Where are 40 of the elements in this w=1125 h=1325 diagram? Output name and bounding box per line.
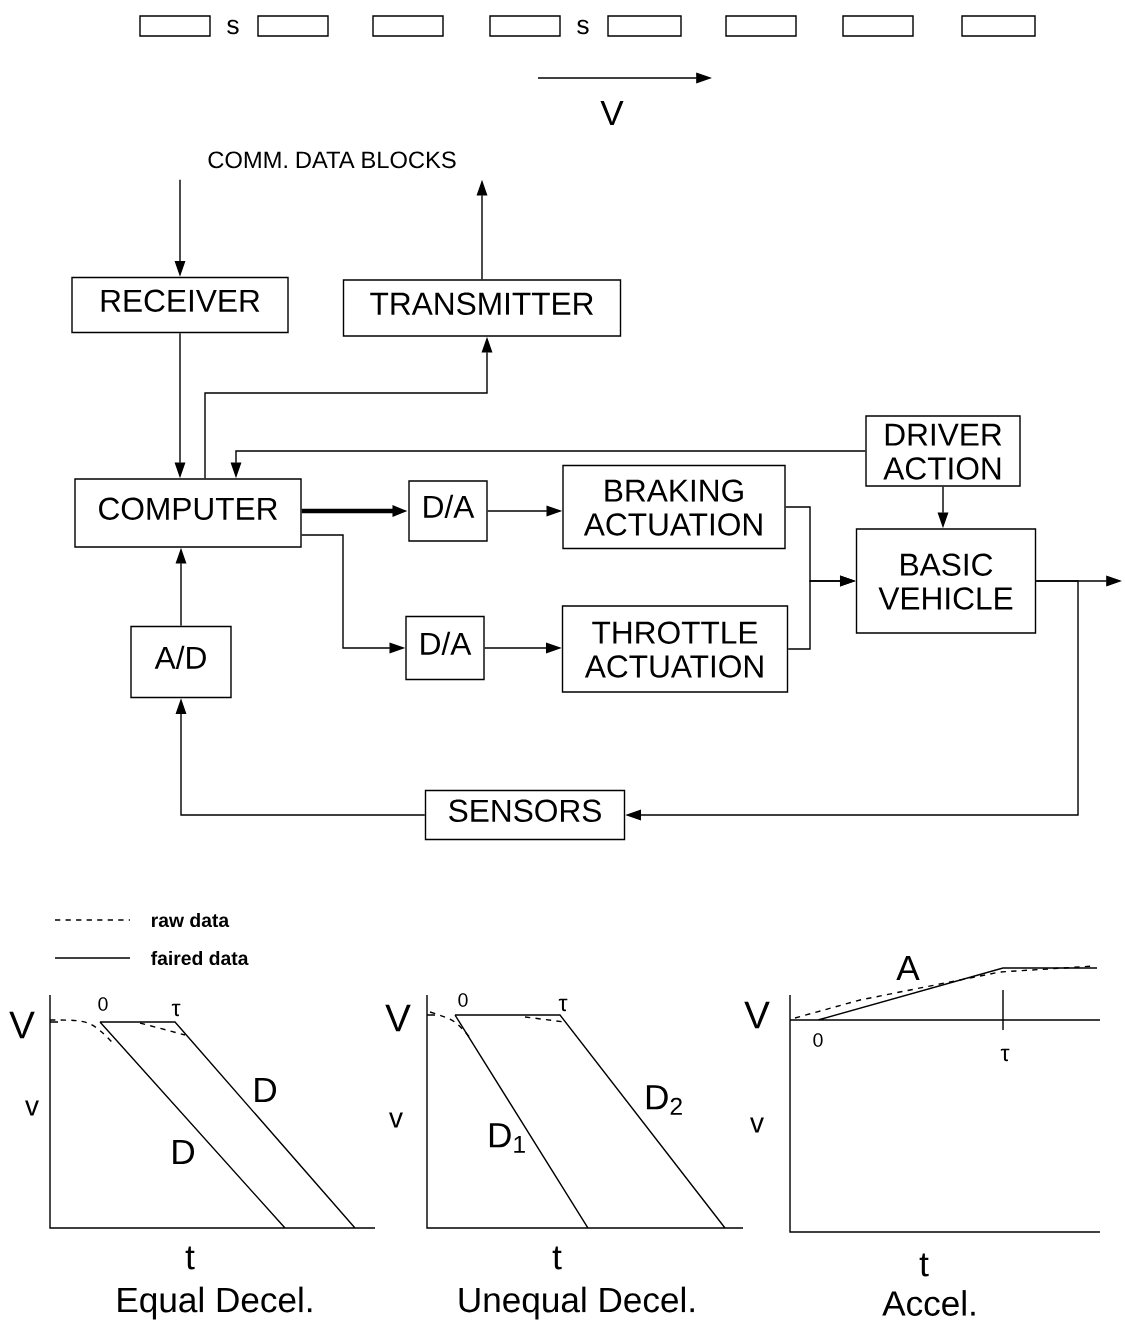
curve-label: D$_{1}$ [489,1123,525,1153]
legend-entry: faired data [54,950,249,966]
spacing-label: s [227,19,239,35]
curve-label: A [896,955,920,981]
curve-label: D [173,1139,194,1165]
curve-label: D$_{2}$ [646,1085,682,1115]
axis-label: v [389,1112,403,1128]
tick-label: τ [558,998,568,1012]
legend-entry: raw data [54,912,230,928]
axis-label: V [744,1001,770,1029]
chart-caption: Unequal Decel. [459,1286,694,1320]
process-box: A/D [130,625,232,699]
chart-caption: Accel. [882,1290,975,1316]
process-box: COMPUTER [74,478,302,548]
axis-label: V [385,1004,411,1032]
tick-label: τ [1000,1048,1010,1062]
velocity-label: V [600,100,624,126]
axis-label: v [25,1100,39,1116]
process-box: BRAKING ACTUATION [562,464,786,550]
process-box: D/A [408,480,488,542]
tick-label: 0 [813,1033,823,1047]
tick-label: 0 [458,993,468,1007]
axis-label: v [750,1117,764,1133]
process-box: D/A [405,615,485,681]
axis-label: t [919,1253,929,1277]
chart-caption: Equal Decel. [118,1286,312,1320]
axis-label: t [552,1246,562,1270]
spacing-label: s [577,19,589,35]
axis-label: t [185,1246,195,1270]
process-box: BASIC VEHICLE [855,528,1037,634]
process-box: DRIVER ACTION [865,415,1021,487]
process-box: RECEIVER [71,276,289,334]
signal-label: COMM. DATA BLOCKS [208,151,456,169]
tick-label: 0 [98,997,108,1011]
process-box: SENSORS [424,789,626,841]
axis-label: V [9,1011,35,1039]
tick-label: τ [171,1003,181,1017]
process-box: TRANSMITTER [342,279,622,337]
curve-label: D [255,1077,276,1103]
process-box: THROTTLE ACTUATION [561,605,789,693]
